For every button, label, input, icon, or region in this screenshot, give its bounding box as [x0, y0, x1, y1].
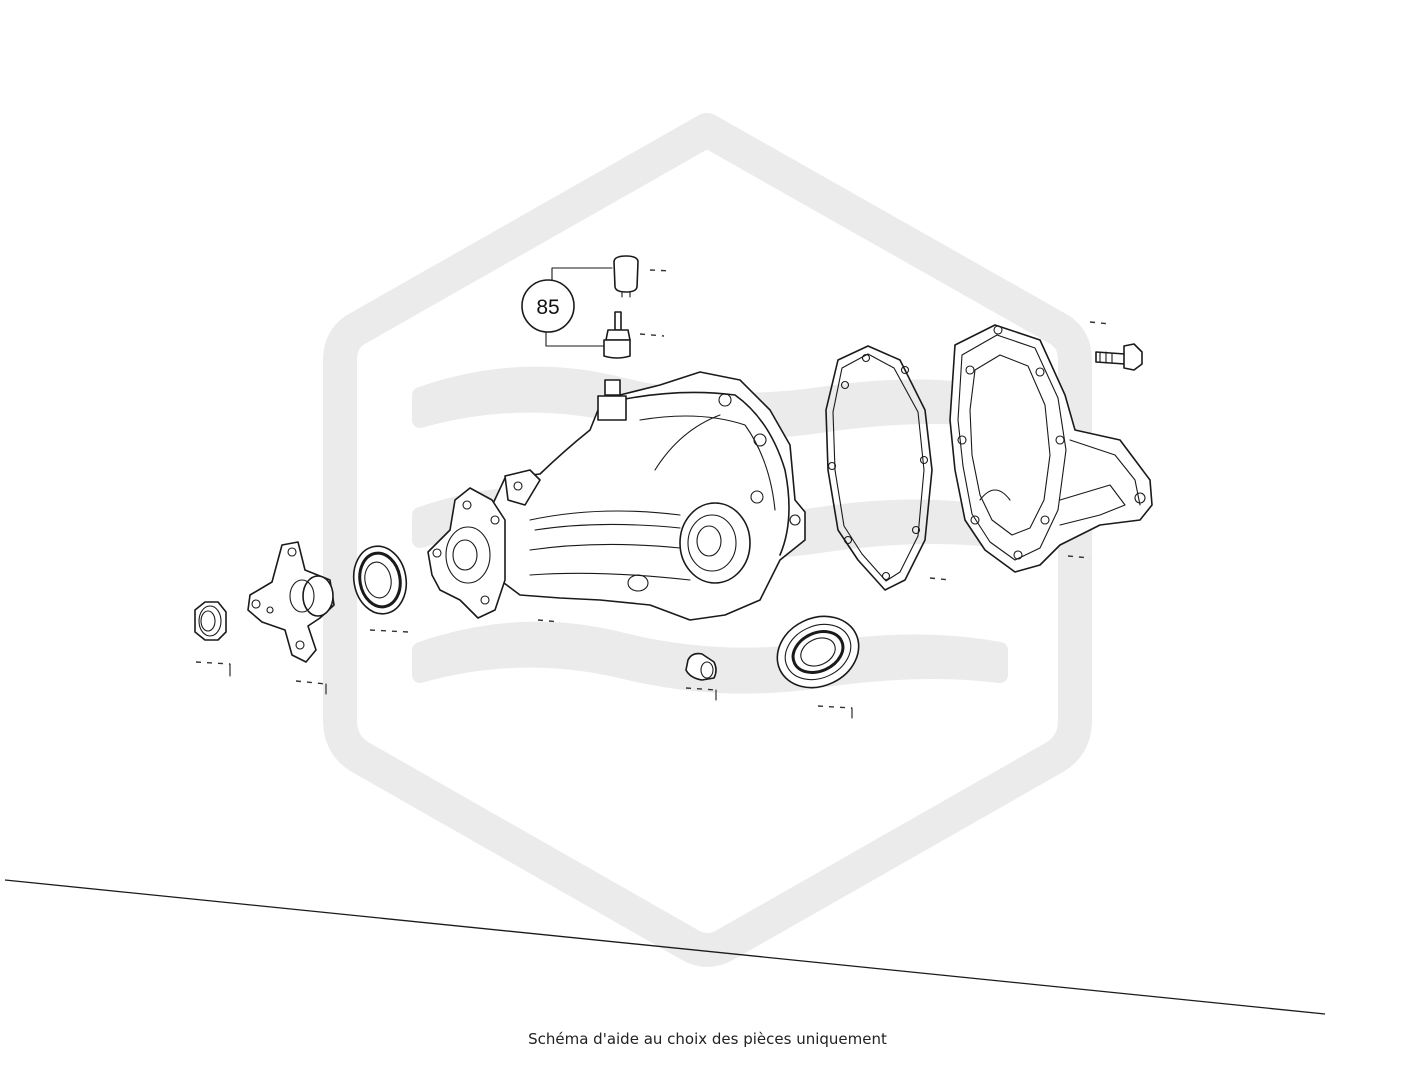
part-number-placeholder: [685, 687, 717, 691]
callout-circle: [521, 279, 575, 333]
part-number-placeholder: [929, 577, 951, 581]
companion-flange-part[interactable]: [247, 541, 335, 695]
cover-bolt-part[interactable]: [1089, 321, 1143, 371]
part-number-placeholder: [369, 629, 409, 633]
ground-line: [4, 879, 1326, 1015]
cover-gasket-part[interactable]: [825, 345, 951, 591]
part-number-placeholder: [295, 680, 327, 685]
breather-cap-part[interactable]: [613, 255, 673, 298]
rear-cover-part[interactable]: [949, 324, 1153, 573]
part-number-placeholder: [1089, 321, 1111, 325]
callout-label: 85: [536, 296, 559, 319]
diagram-caption: Schéma d'aide au choix des pièces unique…: [528, 1030, 887, 1048]
part-number-placeholder: [639, 333, 665, 337]
part-number-placeholder: [817, 705, 853, 709]
bushing-part[interactable]: [685, 652, 717, 701]
side-oil-seal-part[interactable]: [766, 603, 871, 719]
leader-line-breather: [545, 331, 605, 347]
part-number-placeholder: [537, 619, 561, 623]
leader-line-cap: [551, 267, 613, 281]
callout-85[interactable]: 85: [521, 267, 613, 347]
breather-valve-part[interactable]: [603, 311, 665, 359]
pinion-oil-seal-part[interactable]: [348, 542, 411, 633]
part-number-placeholder: [195, 661, 231, 665]
pinion-nut-part[interactable]: [194, 601, 231, 677]
differential-housing-part[interactable]: [427, 371, 806, 623]
part-number-placeholder: [649, 269, 673, 272]
part-number-placeholder: [1067, 555, 1091, 559]
